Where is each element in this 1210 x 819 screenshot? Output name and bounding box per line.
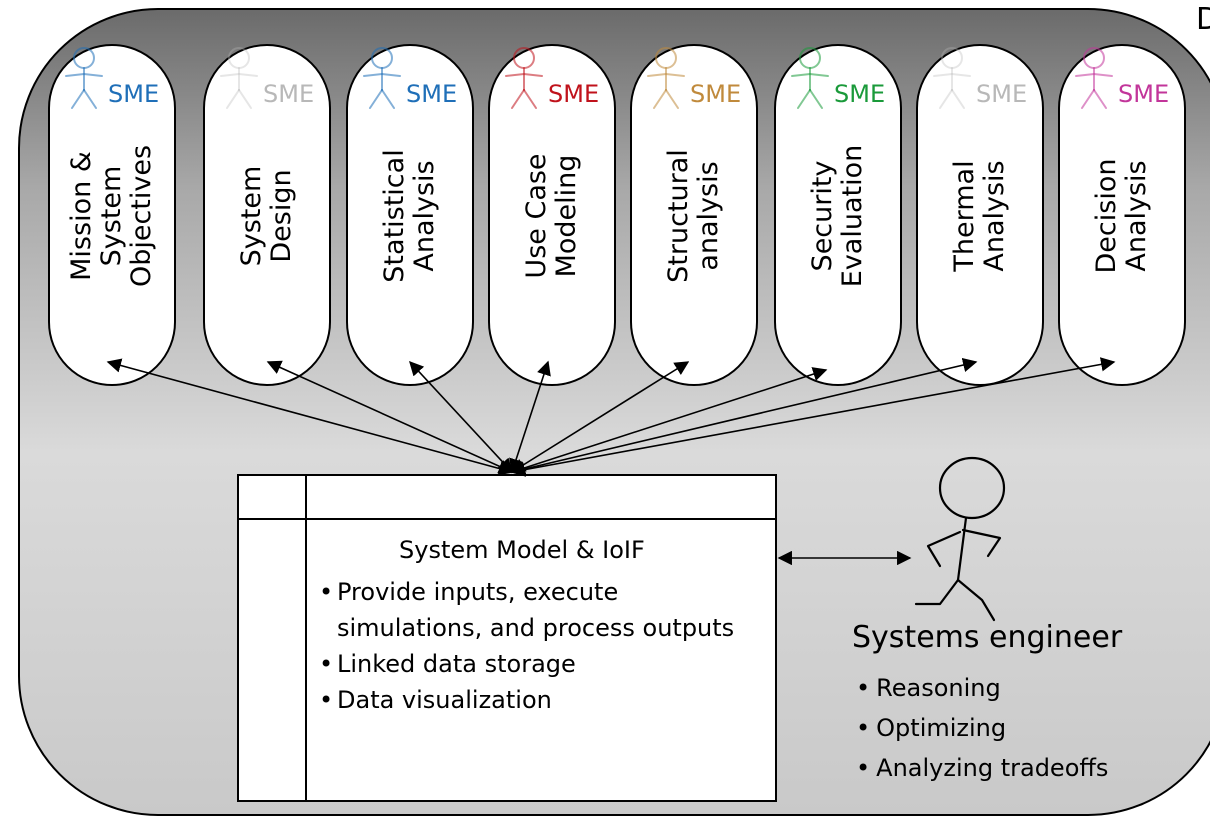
sme-tag: SME	[263, 80, 315, 108]
model-bullet: Data visualization	[319, 682, 759, 718]
sme-link-arrow	[106, 358, 514, 476]
sme-link-arrow	[409, 360, 513, 474]
sme-person-icon	[647, 47, 685, 109]
sme-person-icon	[220, 47, 258, 109]
system-model-box: System Model & IoIF Provide inputs, exec…	[237, 474, 777, 802]
sme-tag: SME	[834, 80, 886, 108]
sme-person-icon	[505, 47, 543, 109]
class-side-divider	[305, 476, 307, 800]
systems-engineer-icon	[914, 456, 1006, 622]
sme-link-arrow	[266, 360, 514, 474]
sme-tag: SME	[548, 80, 600, 108]
sme-tag: SME	[1118, 80, 1170, 108]
sme-tag: SME	[108, 80, 160, 108]
systems-engineer-title: Systems engineer	[852, 620, 1123, 655]
sme-person-icon	[933, 47, 971, 109]
engineer-bullet: Optimizing	[856, 708, 1108, 748]
sme-link-arrow	[510, 367, 828, 475]
sme-tag: SME	[406, 80, 458, 108]
sme-person-icon	[65, 47, 103, 109]
sme-person-icon	[363, 47, 401, 109]
model-bullet: Linked data storage	[319, 646, 759, 682]
sme-person-icon	[791, 47, 829, 109]
engineer-bullet: Analyzing tradeoffs	[856, 748, 1108, 788]
sme-person-icon	[1075, 47, 1113, 109]
sme-tag: SME	[976, 80, 1028, 108]
sme-link-arrow	[509, 360, 551, 474]
systems-engineer-bullets: Reasoning Optimizing Analyzing tradeoffs	[856, 668, 1108, 788]
class-header-divider	[239, 518, 775, 520]
system-model-bullets: Provide inputs, execute simulations, and…	[319, 574, 759, 718]
sme-tag: SME	[690, 80, 742, 108]
corner-letter: D	[1196, 2, 1210, 37]
sme-link-arrow	[510, 357, 978, 477]
engineer-bullet: Reasoning	[856, 668, 1108, 708]
sme-link-arrow	[510, 357, 1116, 477]
system-model-title: System Model & IoIF	[399, 536, 645, 564]
model-bullet: Provide inputs, execute simulations, and…	[319, 574, 759, 646]
